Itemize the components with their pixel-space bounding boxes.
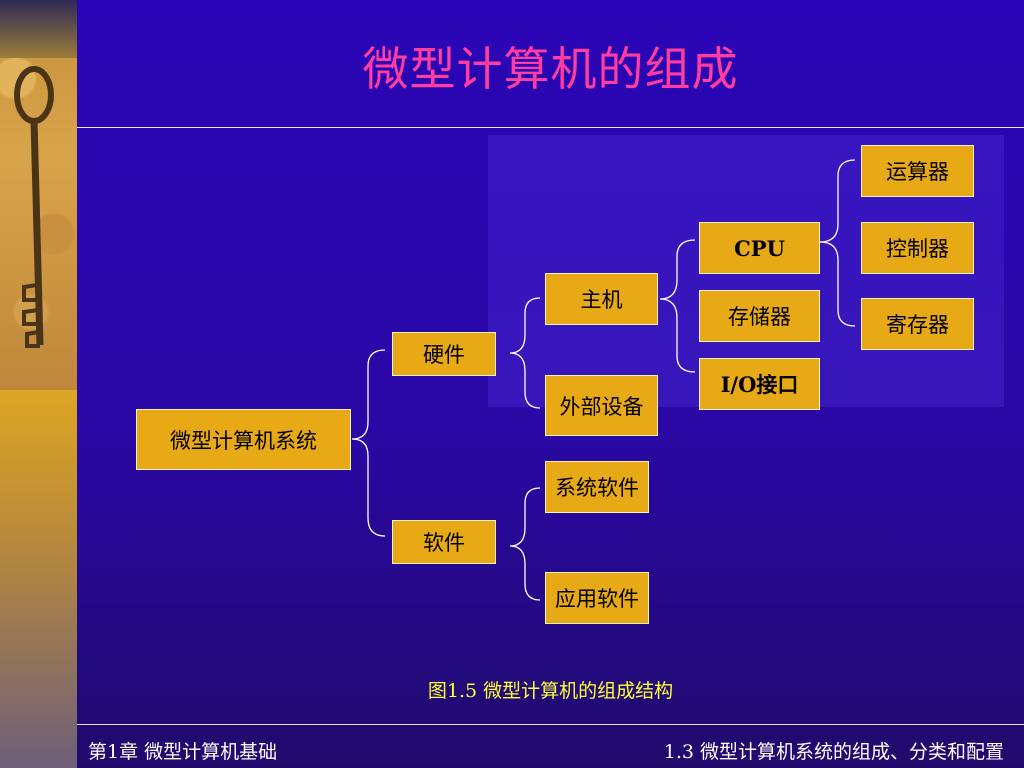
slide-title: 微型计算机的组成 [362, 42, 739, 96]
node-software: 软件 [392, 520, 496, 564]
brace-host [659, 239, 696, 373]
brace-root [351, 349, 386, 537]
sidebar-top-band [0, 0, 77, 58]
node-root: 微型计算机系统 [136, 409, 351, 470]
brace-software [509, 487, 541, 601]
node-system-software: 系统软件 [545, 461, 649, 513]
footer-divider [77, 724, 1024, 725]
key-icon [14, 66, 54, 348]
node-alu: 运算器 [861, 145, 974, 197]
node-memory: 存储器 [699, 290, 820, 342]
brace-hardware [509, 297, 541, 409]
footer-section: 1.3 微型计算机系统的组成、分类和配置 [663, 741, 1004, 763]
node-controller: 控制器 [861, 222, 974, 274]
node-hardware: 硬件 [392, 332, 496, 376]
node-peripherals: 外部设备 [545, 375, 658, 436]
key-photo [0, 0, 77, 390]
node-cpu: CPU [699, 222, 820, 274]
sidebar [0, 0, 77, 768]
node-application-software: 应用软件 [545, 572, 649, 624]
node-host: 主机 [545, 273, 658, 325]
node-register: 寄存器 [861, 298, 974, 350]
brace-cpu [819, 159, 856, 327]
figure-caption: 图1.5 微型计算机的组成结构 [427, 680, 674, 702]
node-io-interface: I/O接口 [699, 358, 820, 410]
title-divider [77, 127, 1024, 128]
footer-chapter: 第1章 微型计算机基础 [88, 741, 278, 763]
